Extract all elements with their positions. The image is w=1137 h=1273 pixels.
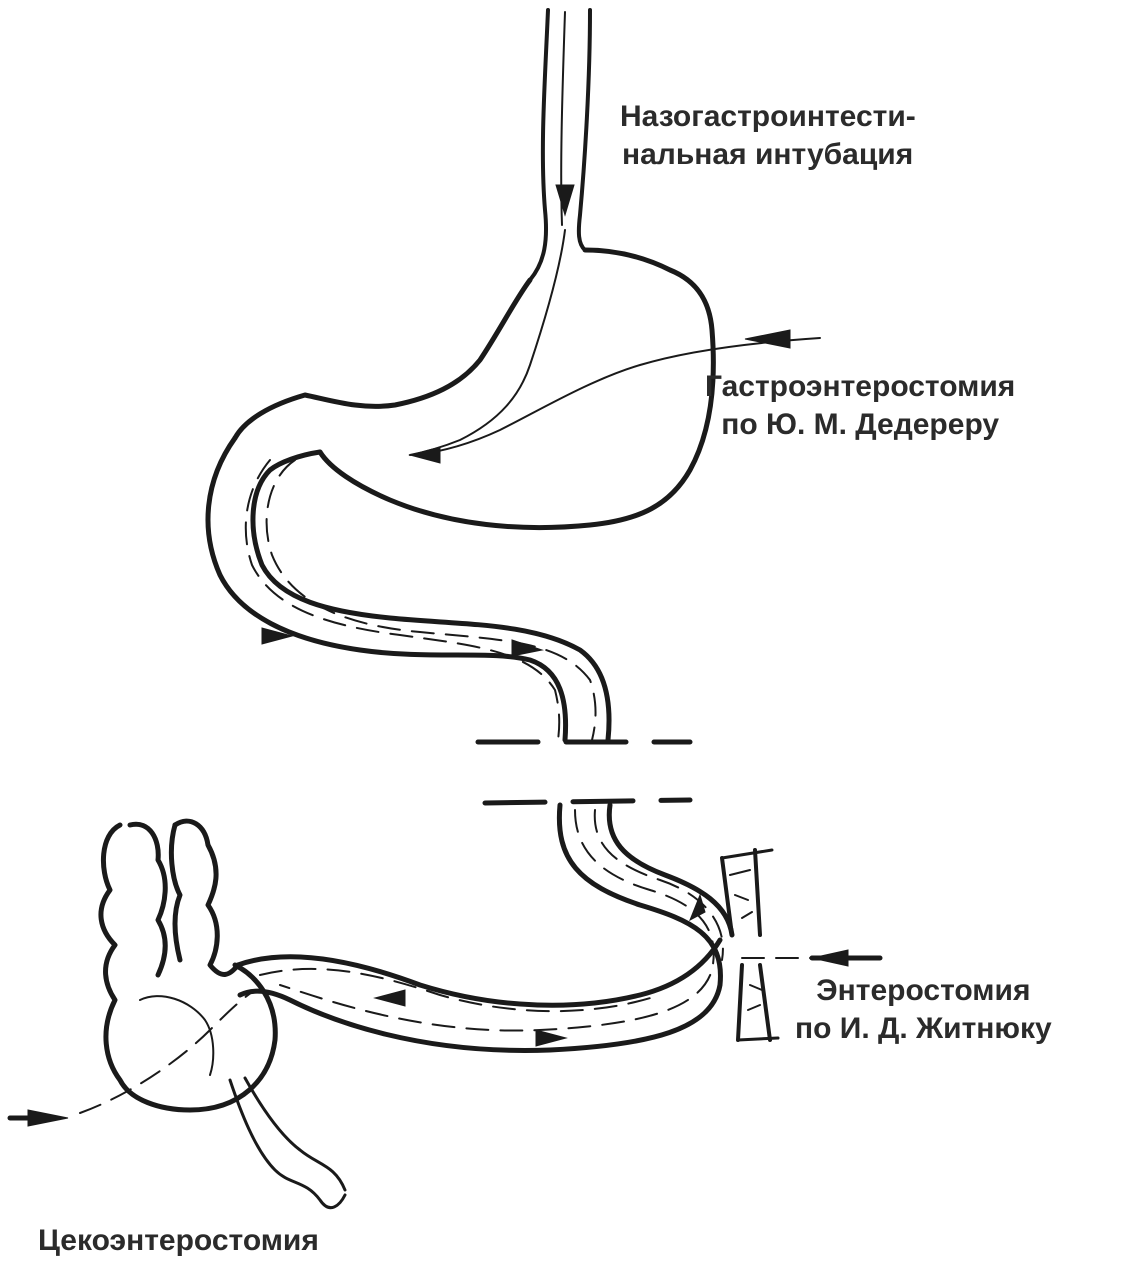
nasogastrointestinal-intubation-label: Назогастроинтести- нальная интубация	[620, 98, 916, 174]
abdominal-wall	[722, 850, 778, 1040]
arrow-left-icon	[375, 990, 405, 1006]
cecoenterostomy-label: Цекоэнтеростомия	[38, 1222, 319, 1260]
label-line: Энтеростомия	[795, 972, 1052, 1010]
arrow-down-icon	[556, 185, 574, 215]
label-line: Гастроэнтеростомия	[705, 368, 1015, 406]
label-line: Назогастроинтести-	[620, 98, 916, 136]
label-line: по И. Д. Житнюку	[795, 1010, 1052, 1048]
colon	[80, 821, 345, 1208]
label-line: нальная интубация	[620, 136, 916, 174]
gastroenterostomy-label: Гастроэнтеростомия по Ю. М. Дедереру	[705, 368, 1015, 444]
small-intestine	[238, 805, 732, 1050]
stomach	[235, 250, 713, 528]
enterostomy-label: Энтеростомия по И. Д. Житнюку	[795, 972, 1052, 1048]
label-line: Цекоэнтеростомия	[38, 1222, 319, 1260]
arrow-left-icon	[410, 447, 440, 463]
arrow-left-icon	[745, 330, 790, 348]
esophagus	[530, 10, 590, 280]
arrow-right-icon	[536, 1030, 566, 1046]
duodenum	[208, 438, 609, 740]
arrow-right-icon	[512, 640, 542, 656]
break-marks	[478, 742, 690, 803]
label-line: по Ю. М. Дедереру	[705, 406, 1015, 444]
